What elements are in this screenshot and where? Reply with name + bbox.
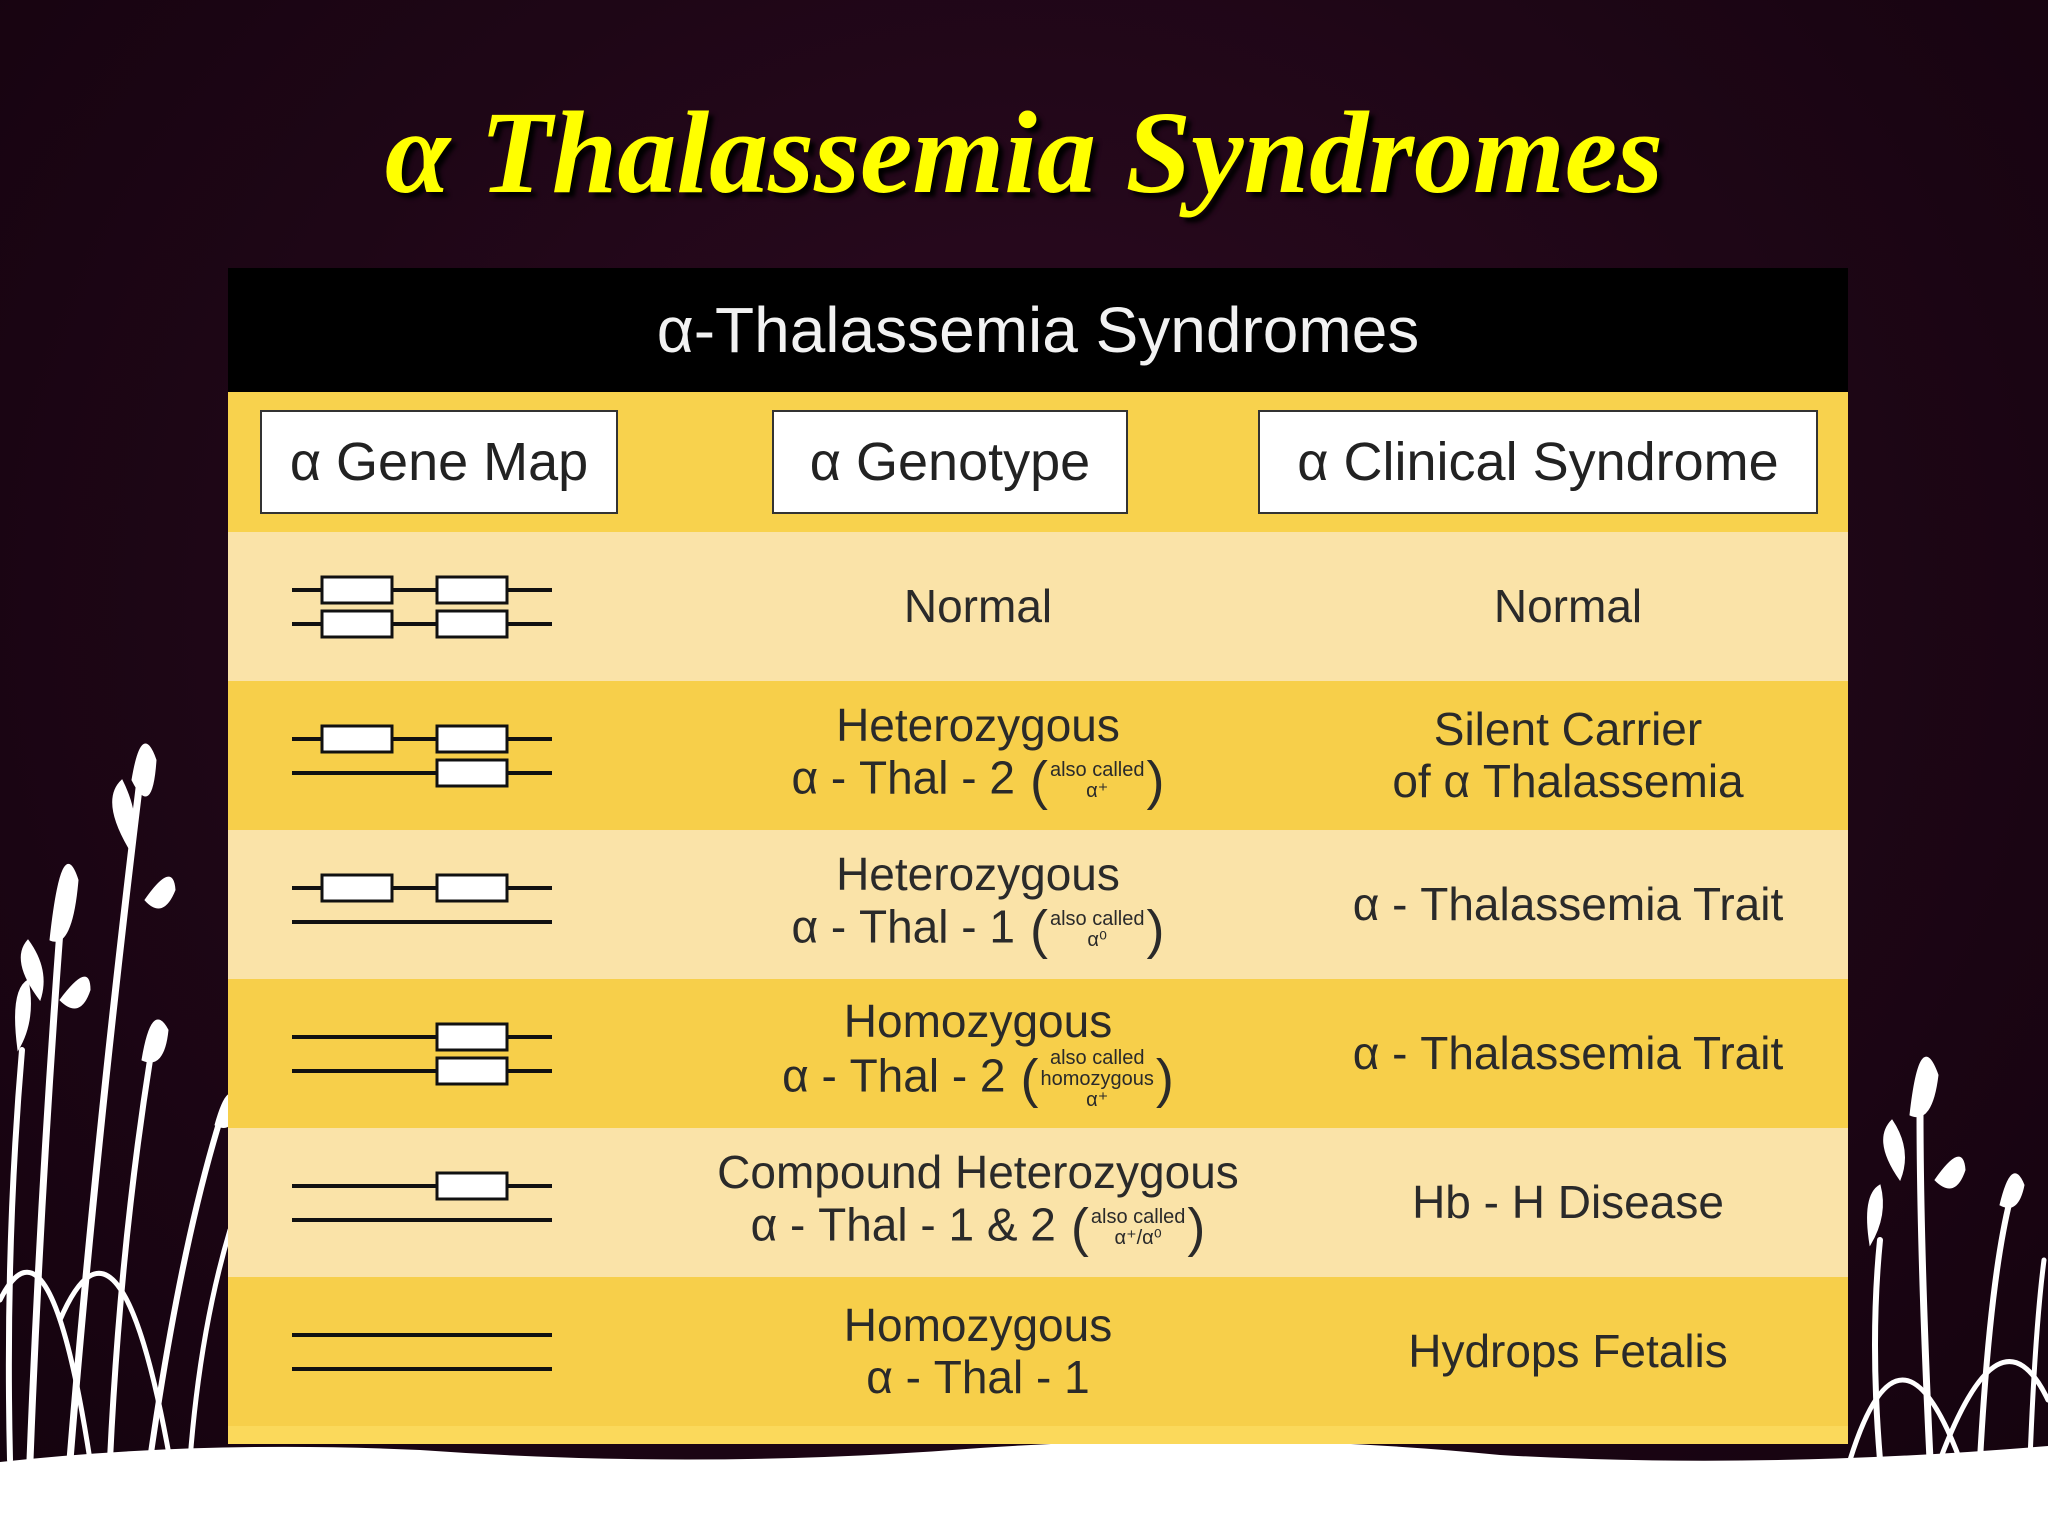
clinical-syndrome-cell: Hb - H Disease	[1318, 1128, 1818, 1277]
genotype-line: Heterozygous	[836, 847, 1120, 900]
gene-map-diagram	[292, 575, 552, 639]
alpha-gene-box	[320, 609, 394, 639]
alpha-gene-box	[435, 609, 509, 639]
column-header-genotype: α Genotype	[772, 410, 1128, 514]
alpha-gene-box	[435, 873, 509, 903]
gene-map-diagram	[292, 1333, 552, 1371]
wheat-silhouette-icon	[0, 743, 2048, 1464]
column-header-row: α Gene Map α Genotype α Clinical Syndrom…	[228, 392, 1848, 532]
alpha-gene-box	[435, 1171, 509, 1201]
clinical-syndrome-cell: α - Thalassemia Trait	[1318, 830, 1818, 979]
alpha-gene-box	[320, 873, 394, 903]
slide-title: α Thalassemia Syndromes	[384, 87, 1664, 218]
alpha-gene-box	[435, 575, 509, 605]
gene-map-diagram	[292, 1022, 552, 1086]
syndrome-line: Silent Carrier	[1433, 702, 1703, 755]
alpha-gene-box	[435, 724, 509, 754]
syndrome-line: Hydrops Fetalis	[1408, 1324, 1728, 1377]
table-title: α-Thalassemia Syndromes	[228, 268, 1848, 392]
syndrome-line: α - Thalassemia Trait	[1352, 877, 1784, 930]
column-header-clinical-syndrome: α Clinical Syndrome	[1258, 410, 1818, 514]
genotype-line: Compound Heterozygous	[717, 1145, 1239, 1198]
alpha-gene-box	[435, 1022, 509, 1052]
gene-map-diagram	[292, 724, 552, 788]
syndromes-table: α-Thalassemia Syndromes α Gene Map α Gen…	[228, 268, 1848, 1444]
clinical-syndrome-cell: Hydrops Fetalis	[1318, 1277, 1818, 1426]
genotype-line: Heterozygous	[836, 698, 1120, 751]
syndrome-line: Normal	[1493, 579, 1643, 632]
column-header-gene-map: α Gene Map	[260, 410, 618, 514]
alpha-gene-box	[435, 1056, 509, 1086]
genotype-line: Homozygous	[843, 1298, 1113, 1351]
alpha-gene-box	[435, 758, 509, 788]
clinical-syndrome-cell: α - Thalassemia Trait	[1318, 979, 1818, 1128]
alpha-gene-box	[320, 724, 394, 754]
alpha-gene-box	[320, 575, 394, 605]
genotype-line: α - Thal - 1	[866, 1350, 1090, 1403]
gene-map-diagram	[292, 873, 552, 924]
syndrome-line: Hb - H Disease	[1412, 1175, 1724, 1228]
genotype-line: Homozygous	[843, 995, 1113, 1048]
syndrome-line: of α Thalassemia	[1392, 754, 1744, 807]
clinical-syndrome-cell: Normal	[1318, 532, 1818, 681]
snow-ground-icon	[0, 1440, 2048, 1536]
gene-map-diagram	[292, 1171, 552, 1222]
syndrome-line: α - Thalassemia Trait	[1352, 1026, 1784, 1079]
table-row: Normal Normal	[228, 532, 1848, 681]
genotype-line: Normal	[903, 579, 1053, 632]
genotype-cell: Normal	[648, 532, 1308, 681]
